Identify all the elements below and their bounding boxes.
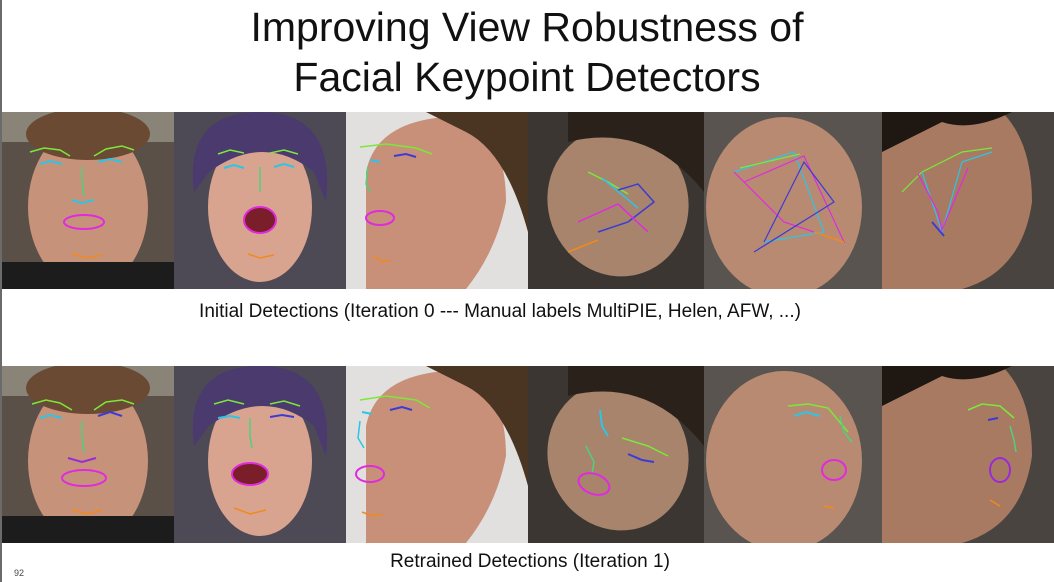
- face-image-frontal-man: [2, 366, 174, 543]
- title-line-2: Facial Keypoint Detectors: [293, 54, 761, 100]
- slide-left-edge: [0, 0, 2, 582]
- page-number: 92: [14, 568, 25, 578]
- initial-detections-caption: Initial Detections (Iteration 0 --- Manu…: [199, 301, 801, 322]
- face-image-profile-bald-man: [704, 366, 882, 543]
- face-image-frontal-woman: [174, 112, 346, 289]
- face-image-profile-bald-man: [704, 112, 882, 289]
- face-image-profile-bearded-man: [882, 112, 1054, 289]
- face-image-frontal-man: [2, 112, 174, 289]
- face-image-frontal-woman: [174, 366, 346, 543]
- title-line-1: Improving View Robustness of: [250, 4, 804, 50]
- slide-title: Improving View Robustness of Facial Keyp…: [0, 2, 1054, 102]
- face-image-profile-man: [346, 112, 528, 289]
- face-image-tilted-man-glasses: [528, 366, 704, 543]
- initial-detections-strip: [2, 112, 1054, 289]
- face-image-profile-bearded-man: [882, 366, 1054, 543]
- retrained-detections-caption: Retrained Detections (Iteration 1): [390, 551, 670, 572]
- face-image-tilted-man-glasses: [528, 112, 704, 289]
- face-image-profile-man: [346, 366, 528, 543]
- retrained-detections-strip: [2, 366, 1054, 543]
